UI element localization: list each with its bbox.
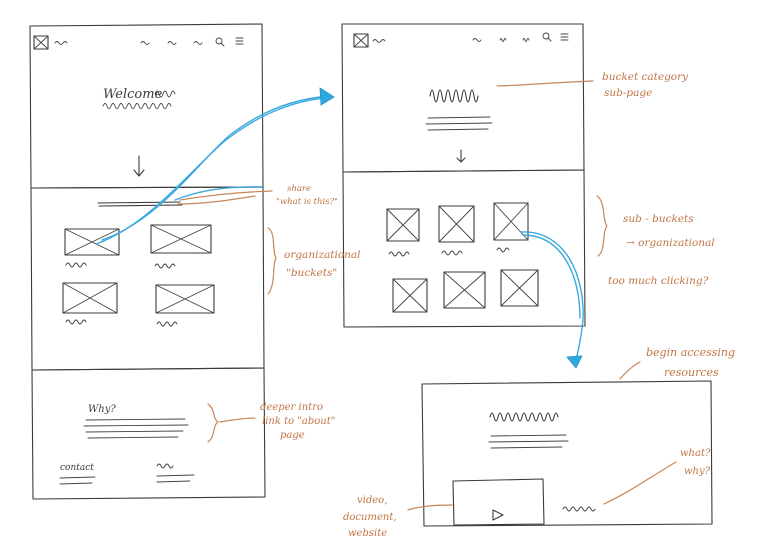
subpage-intro-lines bbox=[425, 116, 493, 131]
home-welcome-heading: Welcome bbox=[103, 87, 163, 102]
arrowhead bbox=[319, 87, 335, 106]
home-page-wireframe: Welcome Why? contact bbox=[29, 23, 266, 500]
subpage-logo-placeholder bbox=[353, 33, 369, 48]
resource-title-scribble bbox=[489, 412, 559, 422]
subpage-nav-scribbles bbox=[472, 38, 530, 42]
contact-text-lines bbox=[59, 476, 96, 485]
annotation-line: why? bbox=[684, 466, 711, 477]
bucket-placeholder-3 bbox=[62, 282, 118, 325]
annotation-line: page bbox=[280, 430, 305, 441]
arrowhead bbox=[566, 355, 583, 369]
annotation-begin-accessing: begin accessing resources bbox=[619, 346, 739, 380]
subpage-logo-scribble bbox=[372, 39, 386, 43]
home-contact-label: contact bbox=[60, 463, 94, 473]
search-icon bbox=[215, 37, 225, 47]
flow-arrow-home-to-subpage bbox=[95, 87, 335, 245]
subbucket-placeholder-1 bbox=[386, 208, 420, 257]
home-section-title-line bbox=[97, 201, 183, 207]
home-logo-placeholder bbox=[33, 35, 49, 50]
menu-icon bbox=[235, 37, 244, 45]
resource-frame bbox=[421, 380, 713, 527]
why-text-lines bbox=[83, 418, 189, 439]
svg-text:video, document, w: video, document, website bbox=[343, 495, 400, 539]
annotation-line: link to "about" bbox=[262, 416, 335, 427]
subbucket-placeholder-2 bbox=[438, 205, 475, 256]
annotation-line: resources bbox=[664, 366, 719, 379]
annotation-org-buckets: organizational "buckets" bbox=[267, 227, 364, 295]
flow-arrow-subpage-to-resource bbox=[520, 231, 584, 369]
annotation-share: share "what is this?" bbox=[177, 184, 338, 207]
welcome-scribble-1 bbox=[154, 90, 176, 98]
annotation-line: begin accessing bbox=[646, 346, 735, 359]
svg-text:deeper intro link to "ab: deeper intro link to "about" page bbox=[260, 402, 339, 441]
annotation-line: what? bbox=[680, 448, 711, 459]
subpage-search-icon bbox=[542, 32, 552, 42]
annotation-line: deeper intro bbox=[260, 402, 323, 413]
footer-scribble bbox=[156, 463, 195, 483]
annotation-line: "what is this?" bbox=[276, 197, 338, 207]
annotation-sub-buckets: sub - buckets → organizational too much … bbox=[596, 195, 715, 287]
annotation-what-why: what? why? bbox=[603, 448, 714, 505]
subbucket-placeholder-5 bbox=[443, 271, 486, 309]
annotation-line: sub - buckets bbox=[623, 213, 694, 225]
category-subpage-wireframe bbox=[341, 23, 586, 328]
subpage-title-scribble bbox=[429, 89, 479, 103]
annotation-line: video, bbox=[357, 495, 387, 506]
subbucket-placeholder-6 bbox=[500, 269, 539, 307]
subpage-menu-icon bbox=[560, 33, 569, 41]
home-scroll-arrow bbox=[133, 155, 145, 177]
welcome-scribble-2 bbox=[102, 103, 172, 109]
media-embed-placeholder bbox=[452, 478, 545, 526]
svg-text:share "what is this?": share "what is this?" bbox=[276, 184, 338, 207]
resource-page-wireframe bbox=[421, 380, 713, 527]
svg-text:begin accessing resource: begin accessing resources bbox=[646, 346, 739, 379]
annotation-line: "buckets" bbox=[286, 267, 337, 279]
annotation-line: sub-page bbox=[604, 87, 652, 99]
annotation-line: organizational bbox=[284, 249, 361, 261]
svg-text:sub - buckets → organiza: sub - buckets → organizational bbox=[623, 213, 715, 249]
home-nav-scribbles bbox=[140, 41, 203, 45]
annotation-deeper-intro: deeper intro link to "about" page bbox=[207, 402, 339, 443]
annotation-line: document, bbox=[343, 512, 397, 523]
resource-caption-scribble bbox=[562, 506, 596, 512]
svg-text:bucket category sub-page: bucket category sub-page bbox=[602, 71, 691, 99]
subpage-frame-bottom bbox=[342, 169, 586, 328]
annotation-bucket-category: bucket category sub-page bbox=[496, 71, 691, 99]
svg-text:what? why?: what? why? bbox=[680, 448, 714, 477]
svg-text:organizational "buckets": organizational "buckets" bbox=[284, 249, 364, 279]
subpage-frame-top bbox=[341, 23, 585, 173]
bucket-placeholder-2 bbox=[150, 224, 212, 269]
home-frame-bottom bbox=[31, 367, 266, 500]
annotation-video-document: video, document, website bbox=[343, 495, 453, 539]
bucket-placeholder-4 bbox=[155, 284, 215, 327]
annotation-line: → organizational bbox=[626, 237, 715, 249]
subbucket-placeholder-4 bbox=[392, 278, 428, 313]
annotation-too-much-clicking: too much clicking? bbox=[608, 275, 709, 287]
subbucket-placeholder-3 bbox=[493, 202, 529, 253]
subpage-scroll-arrow bbox=[456, 149, 466, 163]
bucket-placeholder-1 bbox=[64, 228, 120, 268]
home-why-heading: Why? bbox=[88, 404, 116, 415]
annotation-line: bucket category bbox=[602, 71, 689, 83]
annotation-line: share bbox=[287, 184, 311, 194]
resource-intro-lines bbox=[488, 434, 569, 449]
home-frame-top bbox=[29, 23, 264, 189]
annotation-line: website bbox=[348, 528, 387, 539]
play-icon bbox=[492, 509, 504, 521]
home-logo-scribble bbox=[54, 41, 68, 45]
